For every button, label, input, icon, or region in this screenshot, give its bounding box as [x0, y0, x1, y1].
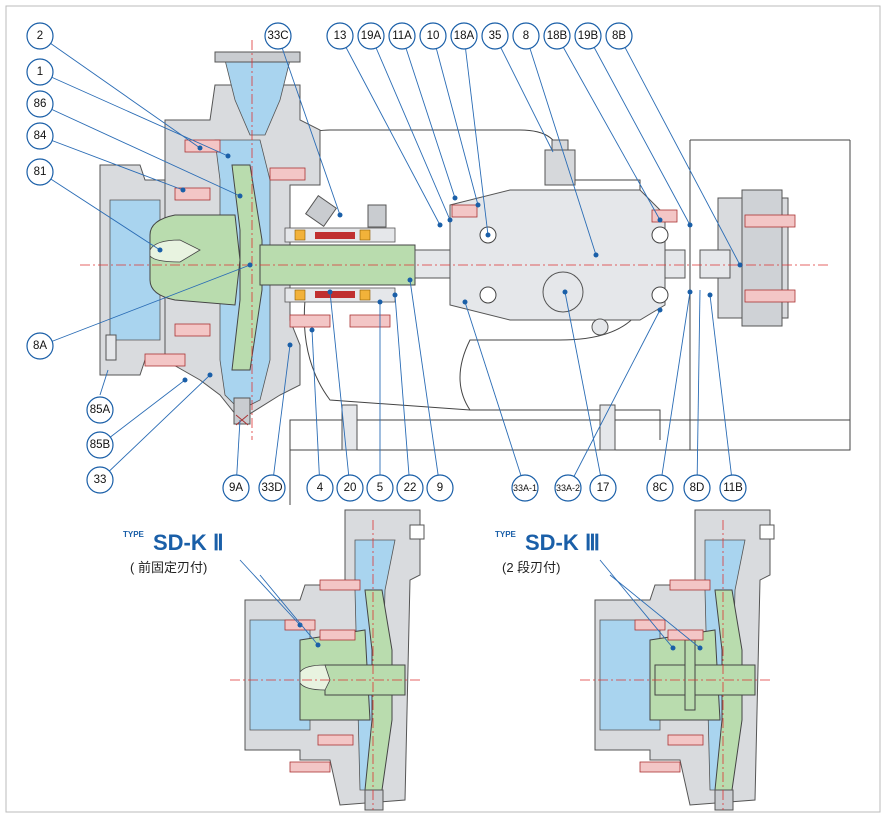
callout-85a: 85A — [86, 396, 114, 424]
base-frame — [289, 419, 851, 451]
callout-8d: 8D — [683, 474, 711, 502]
svg-text:8B: 8B — [612, 30, 626, 42]
svg-text:8: 8 — [523, 30, 529, 42]
svg-text:2: 2 — [37, 30, 43, 42]
bearing-housing — [449, 189, 666, 321]
svg-text:11B: 11B — [723, 482, 743, 494]
callout-33: 33 — [86, 466, 114, 494]
svg-text:11A: 11A — [392, 30, 412, 42]
callout-5: 5 — [366, 474, 394, 502]
svg-text:5: 5 — [377, 482, 383, 494]
leader-lines — [39, 35, 743, 489]
svg-text:17: 17 — [597, 482, 610, 494]
svg-text:18B: 18B — [547, 30, 568, 42]
callout-22: 22 — [396, 474, 424, 502]
callout-85b: 85B — [86, 431, 114, 459]
callout-81: 81 — [26, 158, 54, 186]
callout-33d: 33D — [258, 474, 286, 502]
svg-text:8A: 8A — [33, 340, 47, 352]
frame — [5, 5, 881, 813]
svg-text:20: 20 — [344, 482, 357, 494]
callout-4: 4 — [306, 474, 334, 502]
svg-text:13: 13 — [334, 30, 347, 42]
variant-sd-k-3 — [580, 509, 775, 811]
svg-text:35: 35 — [489, 30, 502, 42]
svg-text:33: 33 — [94, 474, 107, 486]
callout-18a: 18A — [450, 22, 478, 50]
svg-text:19A: 19A — [361, 30, 382, 42]
front-cutter — [149, 214, 241, 306]
callout-11a: 11A — [388, 22, 416, 50]
main-pump-section — [80, 40, 851, 505]
callout-86: 86 — [26, 90, 54, 118]
svg-text:33A-2: 33A-2 — [556, 483, 580, 493]
svg-text:10: 10 — [427, 30, 440, 42]
callout-33c: 33C — [264, 22, 292, 50]
callout-labels: 2 1 86 84 81 8A 85A 85B 33 33C 13 19A 11A 10 18A 35 8 18B… — [26, 22, 747, 502]
variant-2-type-name: SD-K Ⅱ — [153, 530, 224, 555]
svg-text:4: 4 — [317, 482, 324, 494]
svg-text:85B: 85B — [90, 439, 111, 451]
callout-8b: 8B — [605, 22, 633, 50]
callout-11b: 11B — [719, 474, 747, 502]
callout-9: 9 — [426, 474, 454, 502]
svg-text:33A-1: 33A-1 — [513, 483, 537, 493]
variant-sd-k-2 — [230, 509, 425, 811]
callout-35: 35 — [481, 22, 509, 50]
callout-84: 84 — [26, 122, 54, 150]
mechanical-seal — [294, 229, 371, 301]
callout-1: 1 — [26, 58, 54, 86]
callout-19b: 19B — [574, 22, 602, 50]
callout-20: 20 — [336, 474, 364, 502]
svg-text:19B: 19B — [578, 30, 599, 42]
svg-text:33D: 33D — [261, 482, 282, 494]
callout-8a: 8A — [26, 332, 54, 360]
svg-text:86: 86 — [34, 98, 47, 110]
svg-text:85A: 85A — [90, 404, 111, 416]
callout-8: 8 — [512, 22, 540, 50]
callout-2: 2 — [26, 22, 54, 50]
callout-13: 13 — [326, 22, 354, 50]
variant-2-subtitle: ( 前固定刃付) — [130, 560, 207, 575]
variant-3-type-prefix: TYPE — [495, 530, 517, 539]
variant-3-type-name: SD-K Ⅲ — [525, 530, 600, 555]
callout-8c: 8C — [646, 474, 674, 502]
svg-text:22: 22 — [404, 482, 417, 494]
svg-text:81: 81 — [34, 166, 47, 178]
variant-3-subtitle: (2 段刃付) — [502, 560, 561, 575]
svg-text:9A: 9A — [229, 482, 243, 494]
callout-17: 17 — [589, 474, 617, 502]
svg-text:8D: 8D — [690, 482, 705, 494]
callout-10: 10 — [419, 22, 447, 50]
callout-33a-1: 33A-1 — [511, 474, 539, 502]
callout-19a: 19A — [357, 22, 385, 50]
impeller — [231, 164, 263, 371]
svg-text:33C: 33C — [267, 30, 288, 42]
svg-text:9: 9 — [437, 482, 443, 494]
variant-2-type-prefix: TYPE — [123, 530, 145, 539]
callout-9a: 9A — [222, 474, 250, 502]
svg-text:84: 84 — [34, 130, 47, 142]
callout-33a-2: 33A-2 — [554, 474, 582, 502]
svg-text:18A: 18A — [454, 30, 475, 42]
svg-text:8C: 8C — [653, 482, 668, 494]
svg-text:1: 1 — [37, 66, 43, 78]
callout-18b: 18B — [543, 22, 571, 50]
